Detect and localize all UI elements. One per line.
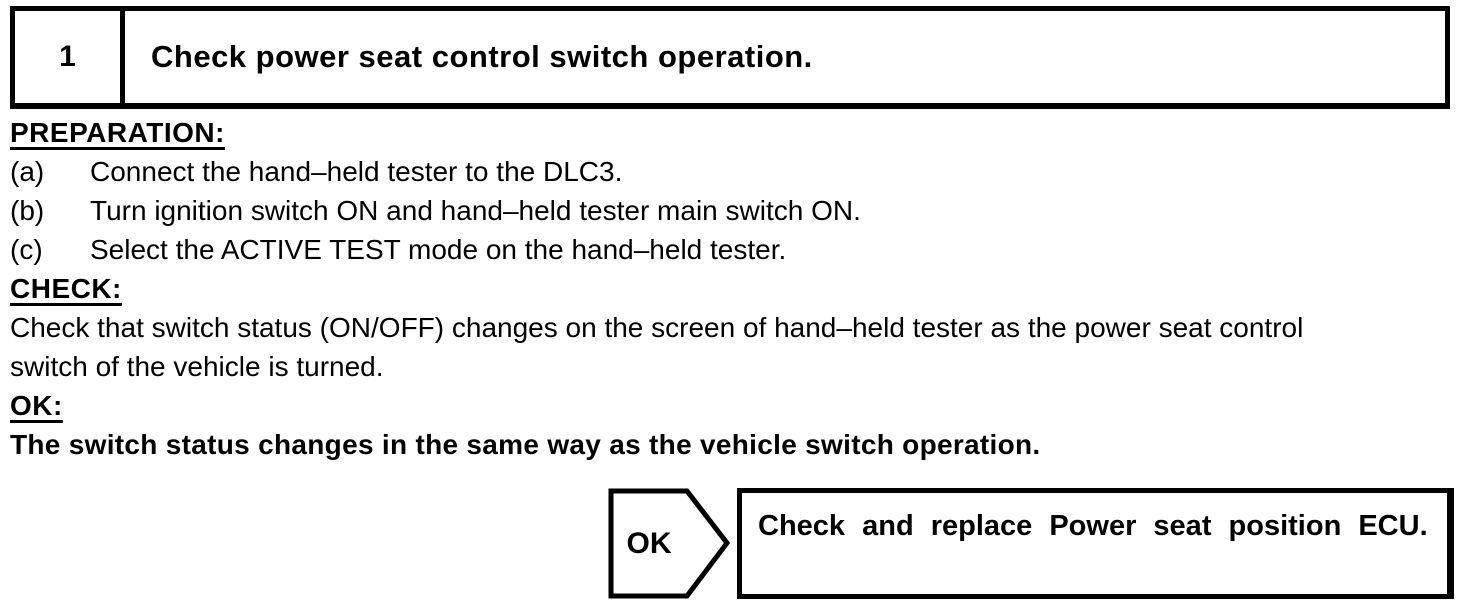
preparation-step-b: (b) Turn ignition switch ON and hand–held… bbox=[10, 191, 1466, 230]
preparation-heading: PREPARATION: bbox=[10, 117, 225, 148]
step-marker: (c) bbox=[10, 234, 43, 265]
check-heading: CHECK: bbox=[10, 273, 122, 304]
ok-result-text: The switch status changes in the same wa… bbox=[10, 429, 1041, 460]
ok-heading: OK: bbox=[10, 390, 63, 421]
step-marker: (b) bbox=[10, 195, 45, 226]
step-number: 1 bbox=[15, 11, 125, 103]
ok-arrow-label: OK bbox=[626, 526, 672, 560]
step-marker: (a) bbox=[10, 156, 45, 187]
check-text-line2: switch of the vehicle is turned. bbox=[10, 351, 384, 382]
check-text-line1: Check that switch status (ON/OFF) change… bbox=[10, 312, 1304, 343]
ok-arrow-shape-icon bbox=[608, 488, 730, 599]
procedure-body: PREPARATION: (a) Connect the hand–held te… bbox=[10, 113, 1466, 464]
preparation-step-c: (c) Select the ACTIVE TEST mode on the ha… bbox=[10, 230, 1466, 269]
ok-arrow: OK bbox=[608, 488, 730, 599]
flowchart-action-box: Check and replace Power seat position EC… bbox=[737, 488, 1454, 599]
step-title: Check power seat control switch operatio… bbox=[151, 39, 813, 74]
preparation-step-a: (a) Connect the hand–held tester to the D… bbox=[10, 152, 1466, 191]
step-text: Turn ignition switch ON and hand–held te… bbox=[90, 195, 861, 226]
step-header: 1 Check power seat control switch operat… bbox=[10, 6, 1450, 109]
step-text: Connect the hand–held tester to the DLC3… bbox=[90, 156, 623, 187]
step-text: Select the ACTIVE TEST mode on the hand–… bbox=[90, 234, 787, 265]
